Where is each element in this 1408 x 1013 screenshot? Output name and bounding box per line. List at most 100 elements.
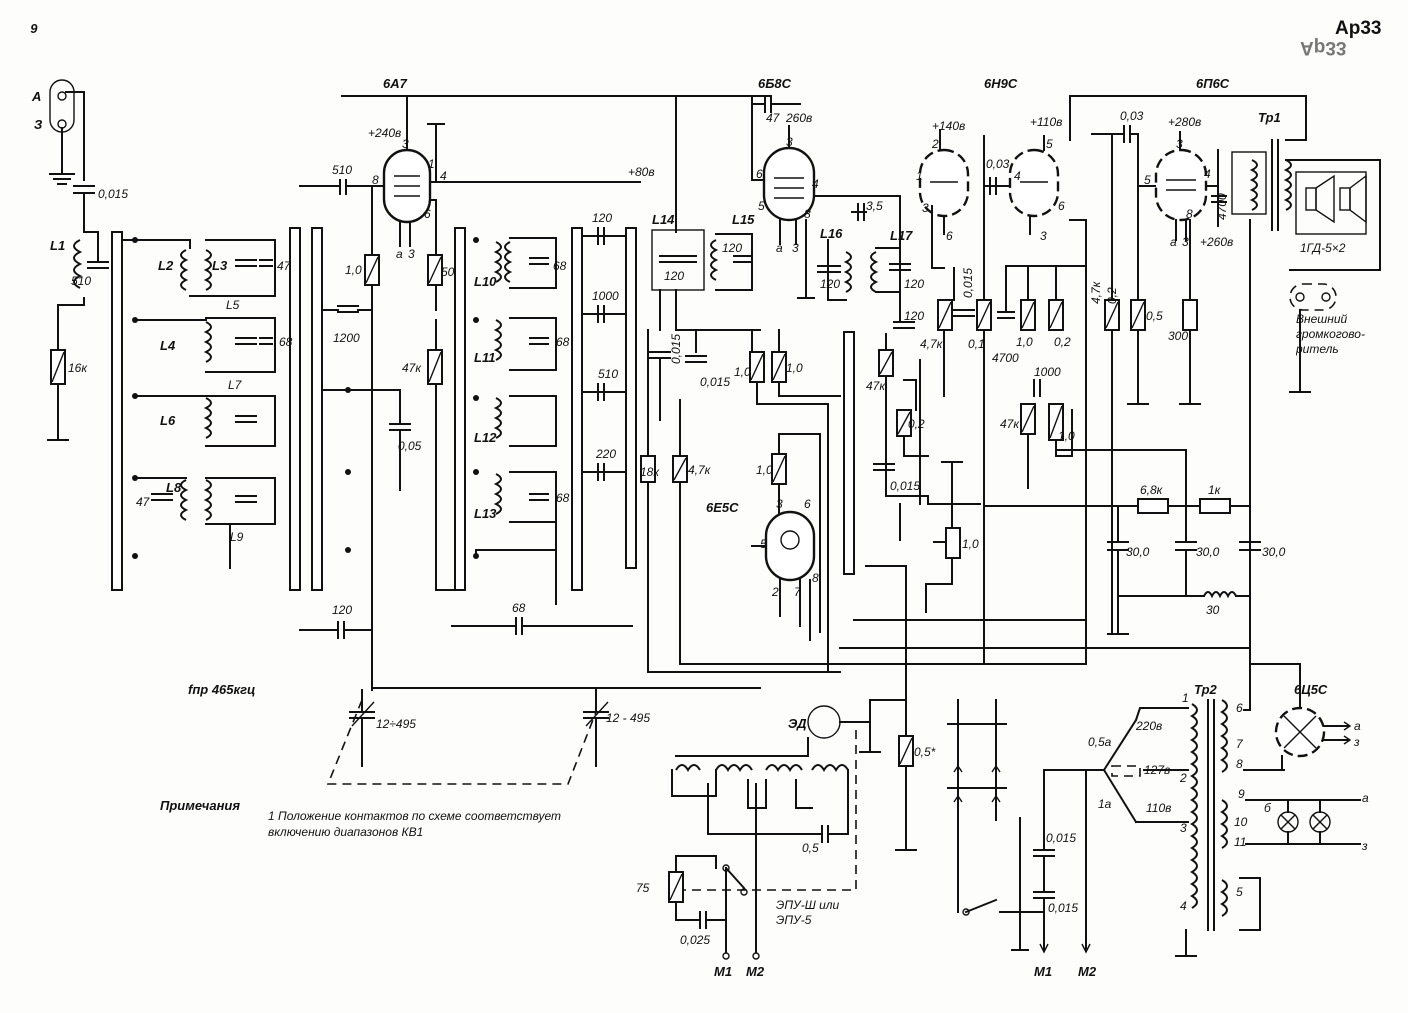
r10c-label: 1,0 [786, 361, 803, 375]
r30 [1203, 591, 1237, 599]
tr2-pin-3: 3 [1180, 821, 1187, 835]
coil-l3-label: L3 [212, 258, 228, 273]
switch-wafer-1[interactable] [111, 231, 123, 591]
external-speaker-socket[interactable] [1289, 283, 1337, 311]
model-title-mirrored: Ар33 [1300, 37, 1346, 58]
r10g[interactable] [945, 527, 961, 559]
r47ke-label: 47к [1000, 417, 1020, 431]
r30-label: 30 [1206, 603, 1220, 617]
tr2-pin-2: 2 [1179, 771, 1187, 785]
coil-l1 [73, 239, 83, 289]
coil-l6-label: L6 [160, 413, 176, 428]
r10b-label: 1,0 [734, 365, 751, 379]
c0015f-label: 0,015 [1046, 831, 1076, 845]
c30b-label: 30,0 [1196, 545, 1220, 559]
svg-text:1: 1 [428, 157, 435, 171]
output-a-label-2: а [1362, 791, 1369, 805]
output-a-label: а [1354, 719, 1361, 733]
antenna-label-a: А [31, 89, 41, 104]
c1000a-label: 1000 [592, 289, 619, 303]
tube-6e5s-label: 6Е5С [706, 500, 739, 515]
c120g-label: 120 [904, 309, 924, 323]
svg-text:8: 8 [812, 571, 819, 585]
c47b-label: 47 [136, 495, 151, 509]
r1k [1199, 498, 1231, 514]
r47kb-label: 4,7к [688, 463, 712, 477]
svg-text:а: а [1170, 235, 1177, 249]
r05a-label: 0,5 [1146, 309, 1163, 323]
c12495a-label: 12÷495 [376, 717, 416, 731]
if-transformer-1: L14 120 L15 120 0,015 0,015 18к 4,7к [640, 212, 1087, 673]
tube-6n9s-triode-2 [1008, 148, 1060, 218]
r18k-label: 18к [640, 465, 660, 479]
tube-6b8s: 6Б8С 47 260в 3 6 4 5 8 а 3 [675, 76, 901, 299]
c4700a-label: 4700 [992, 351, 1019, 365]
coil-l4-label: L4 [160, 338, 176, 353]
motor-lead-m1: М1 [714, 964, 732, 979]
svg-text:3: 3 [1040, 229, 1047, 243]
svg-text:5: 5 [758, 199, 765, 213]
coil-l11-label: L11 [474, 350, 495, 365]
c68e-label: 68 [512, 601, 526, 615]
r300 [1182, 299, 1198, 331]
v140-label: +140в [932, 119, 965, 133]
c47a-label: 47 [277, 259, 292, 273]
r05b-label: 0,5* [914, 745, 936, 759]
coil-l14-label: L14 [652, 212, 675, 227]
switch-wafer-3[interactable] [311, 227, 323, 591]
notes-title: Примечания [160, 798, 240, 813]
c0015g-label: 0,015 [1048, 901, 1078, 915]
coil-l8-label: L8 [166, 480, 182, 495]
c510a-label: 510 [71, 274, 91, 288]
fuse-link [1111, 765, 1141, 777]
c003b-label: 0,03 [1120, 109, 1144, 123]
volume-control[interactable]: 1,0 0,5* [839, 461, 1251, 851]
r47kd-label: 4,7к [920, 337, 944, 351]
tube-6e5s-envelope [764, 510, 816, 582]
motor-icon [807, 705, 841, 739]
coil-l5-label: L5 [226, 298, 240, 312]
c68b-label: 68 [553, 259, 567, 273]
c35-label: 3,5 [866, 199, 883, 213]
tube-6n9s-label: 6Н9С [984, 76, 1018, 91]
c120e-label: 120 [820, 277, 840, 291]
svg-text:3: 3 [786, 135, 793, 149]
antenna-label-z: З [34, 117, 43, 132]
c4700b-label: 4700 [1215, 193, 1229, 220]
tuning-capacitors[interactable]: 120 68 12÷495 12 - 495 [299, 601, 650, 785]
speaker-label: 1ГД-5×2 [1300, 241, 1346, 255]
svg-text:5: 5 [760, 537, 767, 551]
coil-l10-label: L10 [474, 274, 497, 289]
tr2-pin-4: 4 [1180, 899, 1187, 913]
switch-wafer-6[interactable] [625, 227, 637, 569]
r10a-label: 1,0 [345, 263, 362, 277]
c30c-label: 30,0 [1262, 545, 1286, 559]
pickup-section: ЭД 0,5 75 0,025 М1 М2 ЭПУ-Ш или ЭПУ-5 [636, 699, 907, 979]
antenna-section: А З 0,015 L1 510 16к [31, 79, 128, 441]
svg-text:2: 2 [771, 585, 779, 599]
speaker-1-icon [1305, 187, 1317, 211]
switch-wafer-2[interactable] [289, 227, 301, 591]
switch-wafer-5[interactable] [571, 227, 583, 591]
c510b-label: 510 [332, 163, 352, 177]
switch-wafer-7[interactable] [843, 331, 855, 575]
c0025-label: 0,025 [680, 933, 710, 947]
c0015c-label: 0,015 [700, 375, 730, 389]
svg-text:6: 6 [946, 229, 953, 243]
switch-wafer-4[interactable] [454, 227, 466, 591]
r10f-label: 1,0 [1058, 429, 1075, 443]
r68k [1137, 498, 1169, 514]
band-switch[interactable] [111, 227, 855, 591]
svg-text:3: 3 [776, 497, 783, 511]
tube-6e5s: 6Е5С 1,0 1,0 1,0 3 6 5 2 7 8 [706, 329, 841, 673]
r300-label: 300 [1168, 329, 1188, 343]
v280-label: +280в [1168, 115, 1201, 129]
tube-6p6s-envelope [1154, 148, 1208, 222]
r47kf-label: 4,7к [1089, 280, 1103, 304]
tube-6ts5s: 6Ц5С а з [1249, 663, 1361, 771]
tr2-pin-1: 1 [1182, 691, 1189, 705]
antenna-socket [49, 79, 75, 133]
r02b-label: 0,2 [1054, 335, 1071, 349]
c0015d-label: 0,015 [890, 479, 920, 493]
tr2-label: Тр2 [1194, 682, 1218, 697]
